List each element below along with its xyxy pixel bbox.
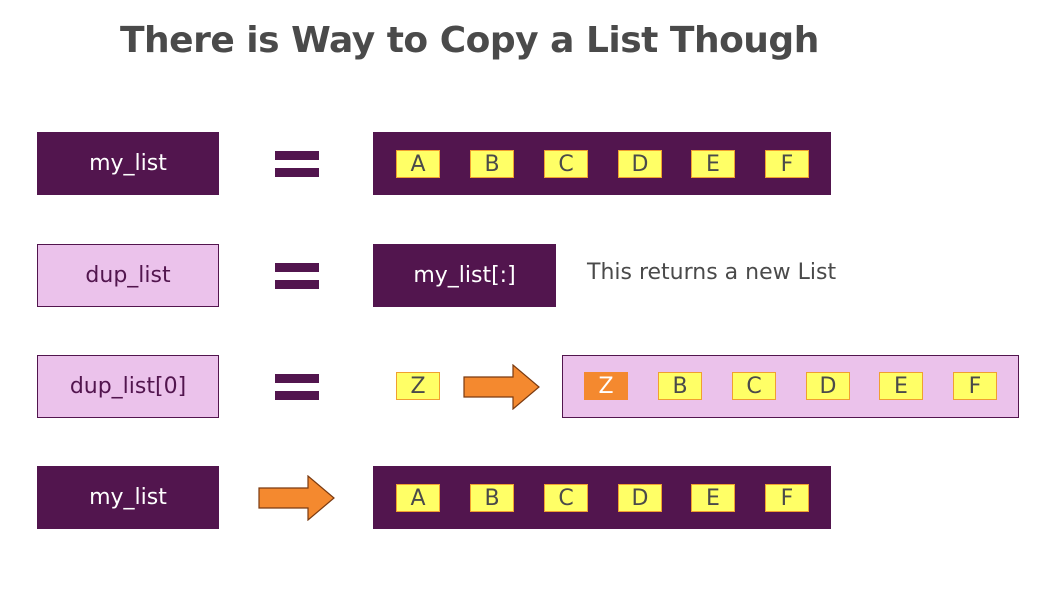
row3-arrow-icon [463, 364, 540, 410]
row3-item: C [732, 372, 776, 400]
row3-item: E [879, 372, 923, 400]
row3-item-highlighted: Z [584, 372, 628, 400]
row3-label-box: dup_list[0] [37, 355, 219, 418]
row2-equals-sign [275, 263, 319, 289]
row1-label-box: my_list [37, 132, 219, 195]
row2-slice-text: my_list[:] [413, 263, 516, 288]
row1-item: B [470, 150, 514, 178]
row4-arrow-icon [258, 475, 335, 521]
row3-item: F [953, 372, 997, 400]
row4-item: E [691, 484, 735, 512]
row1-equals-sign [275, 151, 319, 177]
row1-item: C [544, 150, 588, 178]
row3-list-box [562, 355, 1019, 418]
row4-item: B [470, 484, 514, 512]
row4-item: C [544, 484, 588, 512]
row3-label: dup_list[0] [69, 374, 187, 399]
row3-equals-sign [275, 374, 319, 400]
row1-item: E [691, 150, 735, 178]
row3-item: B [658, 372, 702, 400]
row4-item: F [765, 484, 809, 512]
row3-item: D [806, 372, 850, 400]
row4-item: D [618, 484, 662, 512]
row2-label: dup_list [85, 263, 171, 288]
row4-list-box [373, 466, 831, 529]
row1-item: D [618, 150, 662, 178]
row3-input-item: Z [396, 372, 440, 400]
row4-label-box: my_list [37, 466, 219, 529]
row1-label: my_list [89, 151, 167, 176]
row1-item: A [396, 150, 440, 178]
row2-note: This returns a new List [587, 260, 837, 285]
row1-list-box [373, 132, 831, 195]
row2-label-box: dup_list [37, 244, 219, 307]
slide-title: There is Way to Copy a List Though [120, 20, 819, 61]
row1-item: F [765, 150, 809, 178]
row4-item: A [396, 484, 440, 512]
row4-label: my_list [89, 485, 167, 510]
row2-slice-box: my_list[:] [373, 244, 556, 307]
